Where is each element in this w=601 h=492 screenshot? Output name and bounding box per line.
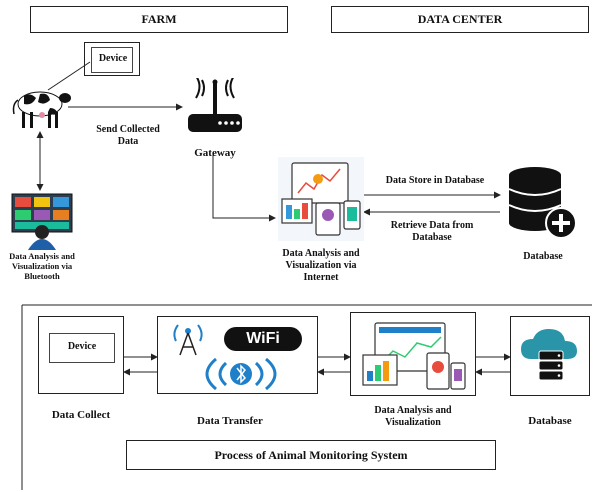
device-small-label: Device bbox=[67, 341, 97, 352]
database-label: Database bbox=[523, 251, 563, 262]
internet-viz-label: Data Analysis and Visualization via Inte… bbox=[282, 248, 360, 283]
gateway-router-icon bbox=[188, 78, 242, 132]
stage-data-transfer-label: Data Transfer bbox=[197, 415, 263, 427]
stage-analysis-label: Data Analysis and Visualization bbox=[374, 405, 452, 428]
send-collected-label: Send Collected Data bbox=[96, 124, 160, 147]
device-box: Device bbox=[84, 42, 140, 76]
database-icon bbox=[508, 167, 577, 239]
local-viz-label: Data Analysis and Visualization via Blue… bbox=[9, 251, 75, 281]
local-dashboard-icon bbox=[11, 193, 73, 250]
analytics-dashboard-icon bbox=[362, 322, 466, 390]
device-inner-frame bbox=[91, 47, 133, 73]
internet-devices-icon bbox=[278, 157, 364, 241]
datacenter-title: DATA CENTER bbox=[417, 12, 503, 26]
datacenter-title-box: DATA CENTER bbox=[331, 6, 589, 33]
gateway-label: Gateway bbox=[194, 147, 236, 159]
farm-title: FARM bbox=[141, 12, 177, 26]
farm-title-box: FARM bbox=[30, 6, 288, 33]
process-caption: Process of Animal Monitoring System bbox=[214, 447, 408, 462]
wifi-badge: WiFi bbox=[224, 327, 302, 351]
retrieve-label: Retrieve Data from Database bbox=[390, 220, 474, 243]
store-label: Data Store in Database bbox=[385, 175, 485, 186]
cloud-database-icon bbox=[521, 329, 577, 381]
stage-analysis-box bbox=[350, 312, 476, 396]
cow-icon bbox=[12, 91, 71, 128]
stage-database-label: Database bbox=[528, 415, 572, 427]
device-small-box bbox=[49, 333, 115, 363]
stage-data-collect-label: Data Collect bbox=[51, 409, 111, 421]
process-caption-box: Process of Animal Monitoring System bbox=[126, 440, 496, 470]
bluetooth-signal-icon bbox=[205, 357, 277, 391]
cell-tower-icon bbox=[173, 324, 203, 356]
stage-data-transfer-box: WiFi bbox=[157, 316, 318, 394]
device-label: Device bbox=[98, 53, 128, 64]
stage-data-collect-box: Device bbox=[38, 316, 124, 394]
stage-database-box bbox=[510, 316, 590, 396]
